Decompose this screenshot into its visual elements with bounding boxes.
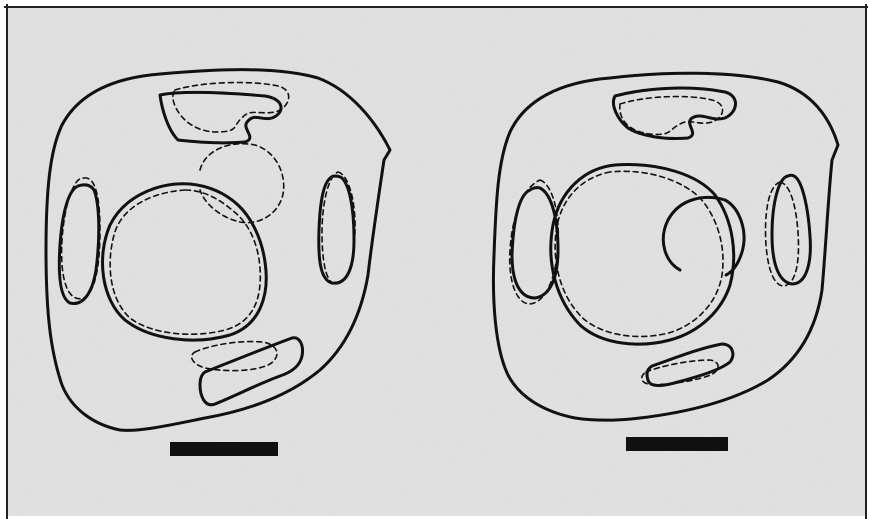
left-scale-bar — [170, 442, 278, 456]
right-scale-bar — [626, 437, 728, 451]
